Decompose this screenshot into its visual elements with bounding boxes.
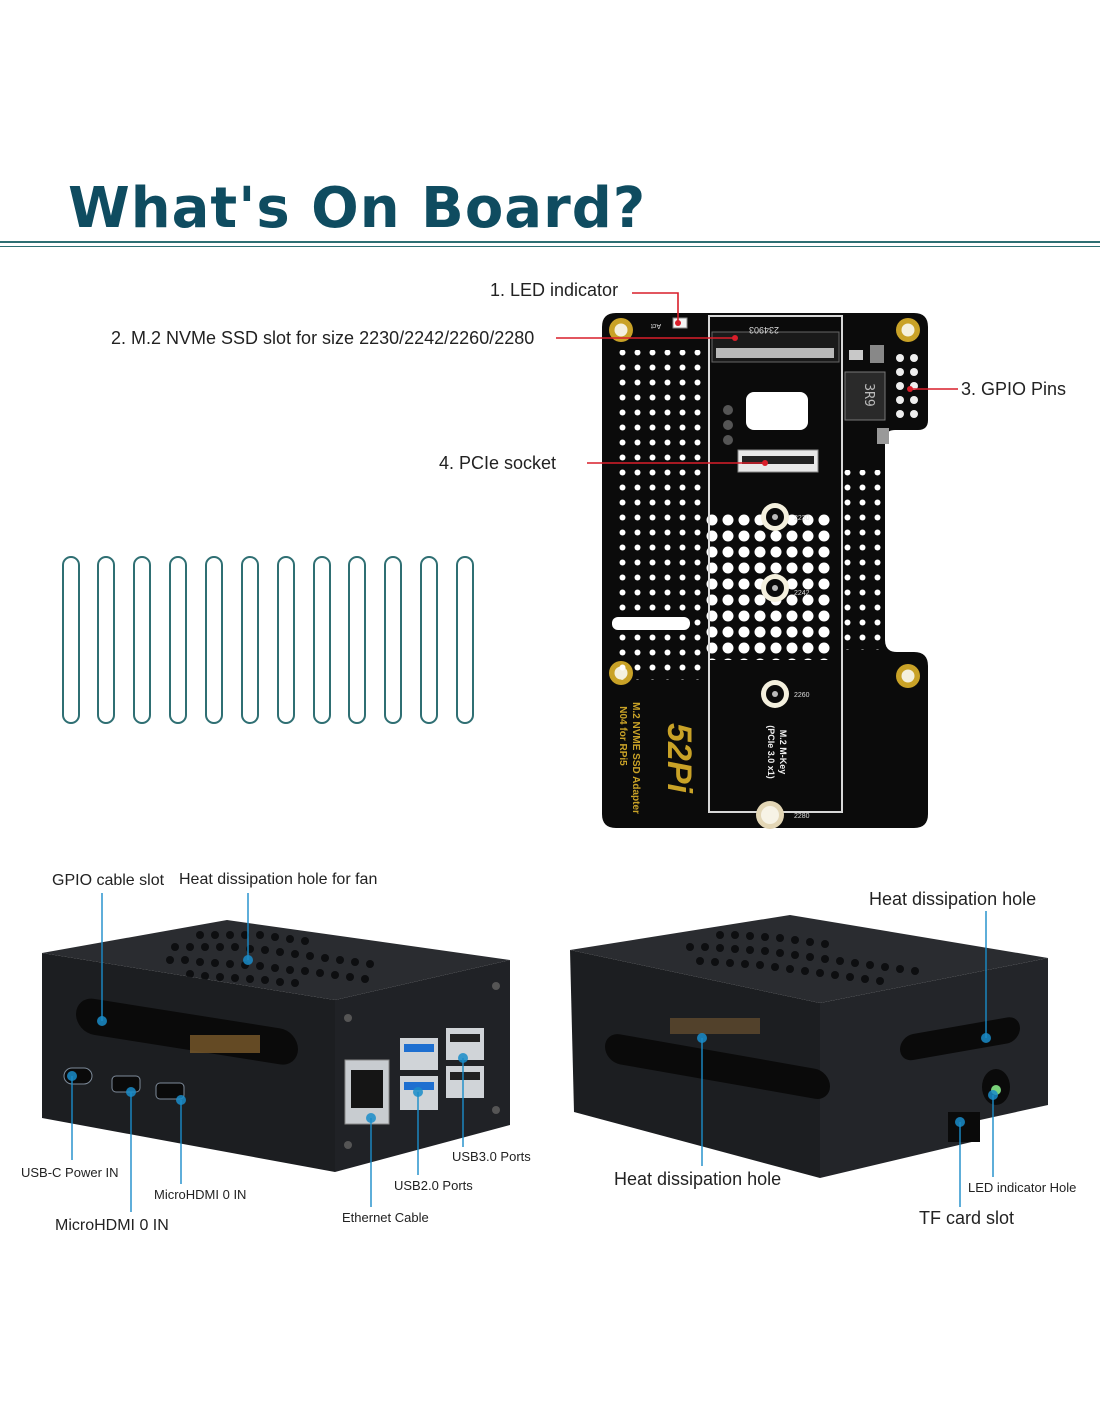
callout-fan-hole: Heat dissipation hole for fan xyxy=(179,871,378,888)
vent-slot xyxy=(169,556,187,724)
callout-usb2: USB2.0 Ports xyxy=(394,1178,473,1193)
callout-microhdmi-2: MicroHDMI 0 IN xyxy=(55,1217,169,1234)
tf-card-slot xyxy=(948,1112,980,1142)
callout-led-hole: LED indicator Hole xyxy=(968,1180,1077,1195)
board-brand: 52Pi xyxy=(660,723,698,794)
mounting-hole xyxy=(896,664,920,688)
vent-slot xyxy=(348,556,366,724)
callout-pcie-socket: 4. PCIe socket xyxy=(439,453,557,473)
mounting-hole xyxy=(609,318,633,342)
inductor xyxy=(844,371,886,421)
vent-slot xyxy=(420,556,438,724)
callout-ethernet: Ethernet Cable xyxy=(342,1210,429,1225)
usb3-port xyxy=(400,1038,438,1070)
vent-slot xyxy=(62,556,80,724)
vent-slot xyxy=(241,556,259,724)
svg-text:M.2 M-Key: M.2 M-Key xyxy=(778,730,788,775)
callout-heat-hole-side: Heat dissipation hole xyxy=(614,1169,782,1189)
svg-text:(PCIe 3.0 x1): (PCIe 3.0 x1) xyxy=(766,725,776,779)
vent-slot xyxy=(133,556,151,724)
svg-text:2230: 2230 xyxy=(794,515,810,522)
standoff-2230 xyxy=(761,503,789,531)
vent-slot xyxy=(456,556,474,724)
side-vent-slot xyxy=(605,1034,830,1099)
callout-microhdmi-1: MicroHDMI 0 IN xyxy=(154,1187,247,1202)
microhdmi-port xyxy=(155,1082,185,1100)
callout-usb3: USB3.0 Ports xyxy=(452,1149,531,1164)
vent-slot xyxy=(97,556,115,724)
usb2-port xyxy=(446,1066,484,1098)
callout-usbc-power: USB-C Power IN xyxy=(21,1165,119,1180)
svg-text:2280: 2280 xyxy=(794,813,810,820)
callout-gpio-pins: 3. GPIO Pins xyxy=(961,379,1067,399)
svg-text:234903: 234903 xyxy=(749,325,779,335)
mounting-hole xyxy=(896,318,920,342)
svg-text:M.2 NVME SSD Adapter: M.2 NVME SSD Adapter xyxy=(630,702,641,814)
callout-tf-slot: TF card slot xyxy=(919,1208,1015,1228)
vent-slot xyxy=(277,556,295,724)
standoff-2242 xyxy=(761,574,789,602)
callout-gpio-cable-slot: GPIO cable slot xyxy=(52,872,165,889)
inductor-label: 3R9 xyxy=(861,383,876,406)
callout-m2-slot: 2. M.2 NVMe SSD slot for size 2230/2242/… xyxy=(111,328,535,348)
standoff-2280 xyxy=(756,801,784,829)
vent-slot xyxy=(384,556,402,724)
top-vent xyxy=(686,931,919,985)
standoff-2260 xyxy=(761,680,789,708)
vent-slot xyxy=(205,556,223,724)
page-title: What's On Board? xyxy=(68,176,647,241)
title-divider-top xyxy=(0,241,1100,243)
vent-hole-grid-right xyxy=(840,470,885,650)
title-divider-bottom xyxy=(0,246,1100,247)
side-vent-slot-right xyxy=(900,1017,1020,1061)
callout-led-indicator: 1. LED indicator xyxy=(490,280,619,300)
callout-heat-hole-top: Heat dissipation hole xyxy=(869,889,1037,909)
svg-text:2260: 2260 xyxy=(794,692,810,699)
svg-text:2242: 2242 xyxy=(794,590,810,597)
top-fan-vent xyxy=(166,931,374,987)
svg-text:Act: Act xyxy=(651,322,661,329)
svg-text:N04 for RPi5: N04 for RPi5 xyxy=(617,706,628,766)
silkscreen-bar xyxy=(612,617,690,630)
vent-slot xyxy=(313,556,331,724)
gpio-pin-header xyxy=(896,354,918,418)
board-cutout xyxy=(746,392,808,430)
